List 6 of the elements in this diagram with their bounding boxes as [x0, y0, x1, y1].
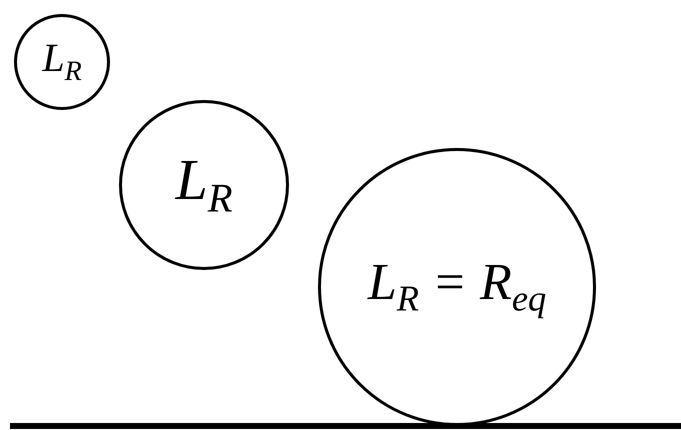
math-label: L$_{R}$ [42, 38, 82, 86]
circle [318, 148, 596, 426]
circle [14, 14, 110, 110]
circle [119, 100, 289, 270]
math-label: L$_{R}$ [175, 150, 233, 220]
math-label: L$_{R}$ = R$_{eq}$ [368, 257, 546, 317]
